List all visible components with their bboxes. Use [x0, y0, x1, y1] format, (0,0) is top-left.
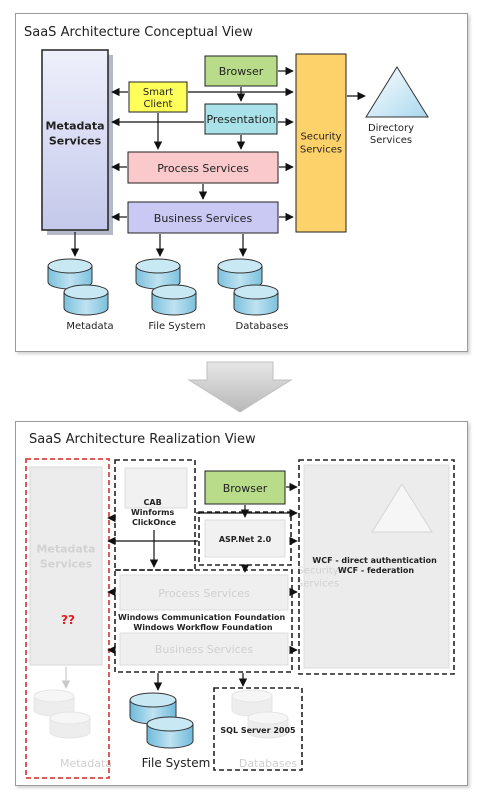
realization-view-title: SaaS Architecture Realization View: [29, 432, 256, 447]
faded-presentation-box: [204, 519, 286, 558]
metadata-store-icon: [47, 258, 109, 316]
transition-down-arrow-icon: [187, 361, 293, 413]
services-tech-label: Windows Communication Foundation Windows…: [118, 613, 288, 632]
metadata-store-label: Metadata: [66, 321, 113, 332]
services-tech-dashed-region: [114, 569, 293, 673]
security-tech-label: WCF - direct authentication WCF - federa…: [312, 556, 439, 575]
faded-business-services-box: Business Services: [119, 632, 289, 666]
faded-process-services-label: Process Services: [158, 587, 250, 600]
conceptual-view-title: SaaS Architecture Conceptual View: [24, 25, 253, 40]
faded-metadata-store-icon: [33, 689, 91, 739]
faded-process-services-box: Process Services: [119, 574, 289, 611]
faded-smart-client-box: [124, 467, 188, 509]
metadata-unknown-label: ??: [61, 613, 75, 627]
faded-business-services-label: Business Services: [155, 643, 254, 656]
realization-file-system-store-icon: [129, 692, 194, 749]
realization-browser-box: Browser: [204, 470, 286, 505]
metadata-unknown-dashed-region: [25, 458, 110, 779]
browser-label: Browser: [219, 65, 264, 78]
browser-box: Browser: [204, 55, 278, 87]
file-system-store-label: File System: [148, 321, 205, 332]
business-services-box: Business Services: [127, 201, 279, 234]
faded-directory-icon: [371, 483, 433, 533]
process-services-box: Process Services: [127, 151, 279, 184]
realization-browser-label: Browser: [223, 482, 268, 495]
presentation-label: Presentation: [206, 113, 275, 126]
databases-store-icon: [217, 258, 279, 316]
databases-store-label: Databases: [236, 321, 289, 332]
database-tech-label: SQL Server 2005: [220, 726, 296, 735]
faded-databases-store-icon: [231, 689, 289, 739]
file-system-store-icon: [135, 258, 197, 316]
process-services-label: Process Services: [157, 162, 249, 175]
faded-metadata-label: Metadata: [60, 757, 112, 770]
client-tech-label: CAB Winforms ClickOnce: [131, 498, 177, 527]
presentation-tech-label: ASP.Net 2.0: [219, 535, 272, 544]
database-tech-dashed-region: [213, 687, 303, 771]
business-services-label: Business Services: [154, 212, 253, 225]
faded-databases-label: Databases: [239, 757, 297, 770]
presentation-box: Presentation: [204, 103, 278, 135]
realization-file-system-label: File System: [142, 756, 211, 770]
